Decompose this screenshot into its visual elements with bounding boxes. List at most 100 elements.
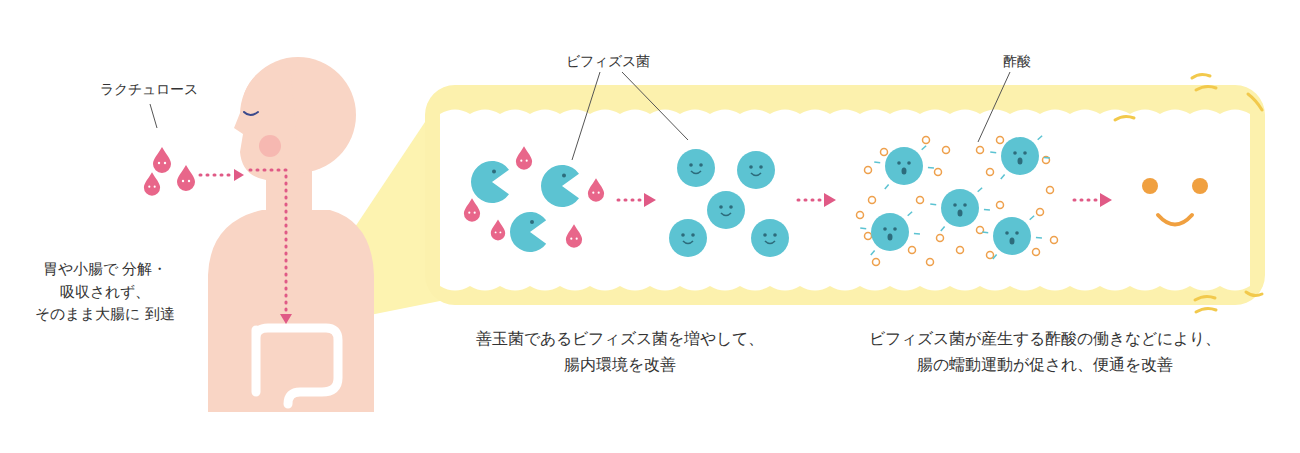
bifidobacterium bbox=[737, 151, 775, 189]
arrowhead bbox=[1100, 193, 1112, 207]
emission-mark bbox=[928, 167, 934, 169]
bacterium-body bbox=[541, 165, 579, 207]
acetic-acid-particle bbox=[873, 259, 880, 266]
drop-eye bbox=[570, 238, 572, 240]
bifidobacterium bbox=[885, 147, 923, 185]
arrowhead bbox=[824, 193, 836, 207]
bacterium-body bbox=[993, 217, 1031, 255]
dotted-arrow bbox=[1074, 199, 1098, 202]
acetic-acid-particle bbox=[997, 202, 1004, 209]
emission-mark bbox=[982, 231, 988, 233]
bacterium-eye bbox=[1005, 231, 1009, 235]
note-text: 善玉菌であるビフィズス菌を増やして、 腸内環境を改善 bbox=[455, 326, 785, 378]
motion-marks bbox=[1115, 74, 1262, 312]
drop-eye bbox=[468, 212, 470, 214]
dotted-arrow bbox=[798, 199, 822, 202]
emission-mark bbox=[914, 233, 920, 235]
smiley-eye bbox=[1142, 178, 1158, 194]
bifidobacterium bbox=[871, 213, 909, 251]
bacterium-eye bbox=[691, 233, 695, 237]
drop-shape bbox=[144, 172, 160, 195]
bacterium-eye bbox=[883, 227, 887, 231]
motion-mark bbox=[1248, 94, 1262, 110]
bifidobacterium bbox=[707, 191, 745, 229]
drop-eye bbox=[154, 186, 156, 188]
emission-mark bbox=[860, 227, 866, 229]
bacterium-mouth bbox=[765, 241, 775, 244]
drop-eye bbox=[592, 192, 594, 194]
lactulose-drop bbox=[177, 165, 195, 191]
acetic-acid-particle bbox=[977, 147, 984, 154]
bacterium-body bbox=[510, 212, 546, 252]
emission-mark bbox=[874, 161, 880, 163]
path-arrowhead bbox=[280, 314, 292, 324]
drop-eye bbox=[526, 160, 528, 162]
bacterium-body bbox=[871, 213, 909, 251]
bacterium-eye bbox=[492, 170, 496, 174]
arrowhead bbox=[644, 193, 656, 207]
bifidobacterium-eating bbox=[541, 165, 579, 207]
bacterium-mouth bbox=[683, 241, 693, 244]
emission-mark bbox=[885, 184, 889, 189]
lactulose-drop bbox=[491, 220, 505, 241]
emission-mark bbox=[1036, 237, 1042, 239]
arrowhead bbox=[234, 169, 244, 181]
face bbox=[234, 62, 300, 180]
acetic-acid-particle bbox=[987, 252, 994, 259]
acetic-acid-particle bbox=[881, 149, 888, 156]
bacterium-eye bbox=[562, 174, 566, 178]
drop-eye bbox=[474, 212, 476, 214]
motion-mark bbox=[1246, 292, 1262, 296]
leader-line bbox=[572, 72, 600, 160]
bacterium-eye bbox=[963, 203, 967, 207]
acetic-acid-particle bbox=[909, 247, 916, 254]
acetic-acid-particle bbox=[927, 259, 934, 266]
callout-label: ビフィズス菌 bbox=[566, 52, 650, 70]
acetic-acid-particle bbox=[935, 169, 942, 176]
bifidobacterium bbox=[677, 149, 715, 187]
bacterium-eye bbox=[530, 220, 534, 224]
bacterium-body bbox=[1001, 137, 1039, 175]
emission-mark bbox=[1030, 216, 1034, 220]
motion-mark bbox=[1196, 86, 1216, 90]
lactulose-drop bbox=[464, 198, 480, 221]
smiley-eye bbox=[1192, 178, 1208, 194]
bacterium-eye bbox=[749, 165, 753, 169]
acetic-acid-particle bbox=[1043, 157, 1050, 164]
bacterium-body bbox=[751, 219, 789, 257]
intestine-lumen bbox=[440, 110, 1250, 291]
acetic-acid-particle bbox=[1051, 237, 1058, 244]
bacterium-body bbox=[707, 191, 745, 229]
drop-eye bbox=[499, 231, 501, 233]
bacterium-mouth bbox=[691, 171, 701, 174]
bacterium-eye bbox=[897, 161, 901, 165]
emission-mark bbox=[1038, 136, 1042, 140]
drop-shape bbox=[516, 146, 532, 169]
motion-mark bbox=[1192, 74, 1210, 78]
bacterium-body bbox=[737, 151, 775, 189]
acetic-acid-particle bbox=[917, 197, 924, 204]
intestine-panel bbox=[425, 85, 1265, 305]
drop-eye bbox=[188, 180, 190, 182]
leader-line bbox=[150, 104, 157, 128]
acetic-acid-particle bbox=[987, 169, 994, 176]
drop-shape bbox=[566, 224, 582, 247]
emission-mark bbox=[1001, 174, 1005, 179]
drop-eye bbox=[520, 160, 522, 162]
note-text: ビフィズス菌が産生する酢酸の働きなどにより、 腸の蠕動運動が促され、便通を改善 bbox=[845, 326, 1245, 378]
callout-label: 酢酸 bbox=[1003, 52, 1031, 70]
leader-line bbox=[622, 72, 688, 140]
lactulose-drop bbox=[144, 172, 160, 195]
emission-mark bbox=[990, 151, 996, 153]
microbes bbox=[144, 136, 1058, 266]
bacterium-body bbox=[885, 147, 923, 185]
drop-eye bbox=[158, 162, 160, 164]
bacterium-mouth bbox=[1018, 158, 1023, 165]
bacterium-eye bbox=[759, 165, 763, 169]
bacterium-eye bbox=[729, 205, 733, 209]
emission-mark bbox=[871, 250, 875, 255]
emission-mark bbox=[922, 146, 926, 150]
large-intestine bbox=[256, 328, 338, 404]
acetic-acid-particle bbox=[865, 233, 872, 240]
acetic-acid-particle bbox=[943, 147, 950, 154]
